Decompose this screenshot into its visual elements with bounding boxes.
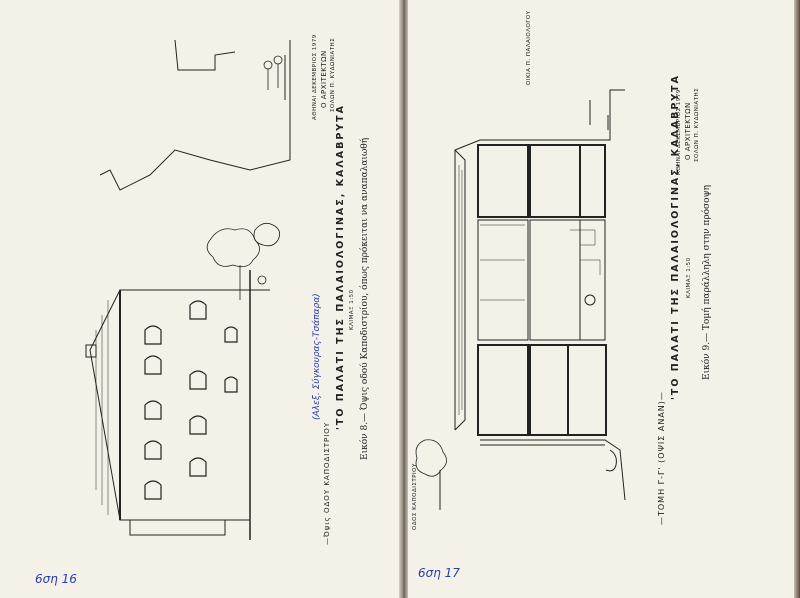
right-caption: Εικόν 9.— Τομή παράλληλη στην πρόσοψη xyxy=(702,184,712,380)
page-edge xyxy=(794,0,800,598)
left-title: 'ΤΟ ΠΑΛΑΤΙ ΤΗΣ ΠΑΛΑΙΟΛΟΓΙΝΑΣ, ΚΑΛΑΒΡΥΤΑ xyxy=(335,103,346,430)
left-credit-1: ΑΘΗΝΑΙ ΔΕΚΕΜΒΡΙΟΣ 1979 xyxy=(312,34,318,120)
handwritten-note: (Αλεξ. Σύγκουρας-Τσάπαρα) xyxy=(312,293,322,420)
left-credit-2: Ο ΑΡΧΙΤΕΚΤΩΝ xyxy=(320,50,328,108)
right-label-house: ΟΙΚΙΑ Π. ΠΑΛΑΙΟΛΟΓΟΥ xyxy=(526,10,532,85)
right-credit-1: ΑΘΗΝΑΙ ΔΕΚΕΜΒΡΙΟΣ 1979 xyxy=(676,89,682,175)
left-credit-3: ΣΟΛΩΝ Π. ΚΥΔΩΝΙΑΤΗΣ xyxy=(330,37,336,112)
right-page-note: 6ση 17 xyxy=(418,566,460,580)
right-credit-3: ΣΟΛΩΝ Π. ΚΥΔΩΝΙΑΤΗΣ xyxy=(694,87,700,162)
right-page xyxy=(406,0,800,598)
right-scale: ΚΛΙΜΑΞ 1:50 xyxy=(686,257,692,298)
right-credit-2: Ο ΑΡΧΙΤΕΚΤΩΝ xyxy=(684,102,692,160)
left-scale: ΚΛΙΜΑΞ 1:50 xyxy=(349,289,355,330)
left-caption: Εικόν 8.— Όψις οδού Καποδιστρίου, όπως π… xyxy=(360,137,370,460)
right-section-label: —ΤΟΜΗ Γ-Γ' (ΟΨΙΣ ΑΝΑΝ)— xyxy=(657,391,666,525)
right-label-street: ΟΔΟΣ ΚΑΠΟΔΙΣΤΡΙΟΥ xyxy=(412,463,418,530)
book-gutter xyxy=(399,0,408,598)
left-page-note: 6ση 16 xyxy=(35,572,77,586)
left-street-label: —Όψις ΟΔΟΥ ΚΑΠΟΔΙΣΤΡΙΟΥ xyxy=(323,421,331,545)
